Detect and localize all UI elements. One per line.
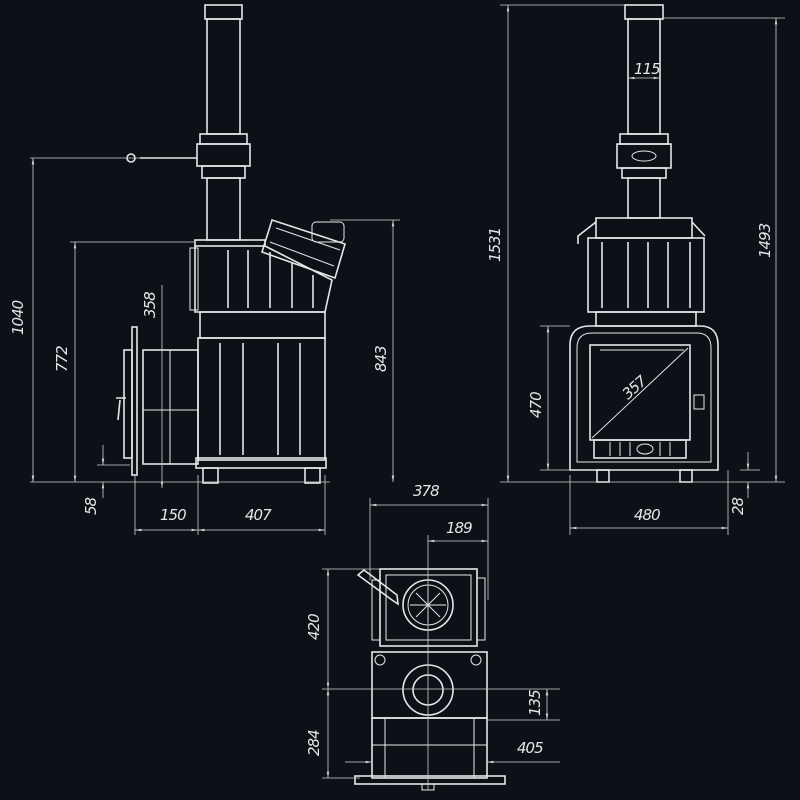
front-chimney <box>616 4 672 219</box>
dim-189: 189 <box>446 519 472 537</box>
top-dimensions <box>322 498 560 790</box>
side-chimney <box>126 4 251 241</box>
dim-470: 470 <box>527 392 545 418</box>
dim-772: 772 <box>53 346 71 372</box>
dim-420: 420 <box>305 614 323 640</box>
dim-358: 358 <box>141 292 159 318</box>
dim-1040: 1040 <box>9 300 27 335</box>
dim-480: 480 <box>634 506 660 524</box>
dim-58: 58 <box>82 497 100 515</box>
dim-1493: 1493 <box>756 223 774 258</box>
side-dimensions <box>30 157 400 535</box>
side-firebox <box>116 326 327 484</box>
front-view: 1531 115 470 357 1493 480 28 <box>486 4 785 535</box>
side-view: 1040 772 358 843 58 150 407 <box>9 4 400 535</box>
front-door <box>569 325 719 483</box>
dim-1531: 1531 <box>486 228 504 262</box>
dim-843: 843 <box>372 346 390 372</box>
side-middle-band <box>199 311 326 339</box>
dim-28: 28 <box>729 497 747 515</box>
side-water-tank <box>189 218 346 313</box>
dim-405: 405 <box>517 739 543 757</box>
dim-150: 150 <box>160 506 186 524</box>
front-water-tank <box>577 217 706 327</box>
top-view: 378 189 420 135 284 405 <box>305 482 560 791</box>
dim-378: 378 <box>413 482 439 500</box>
dim-284: 284 <box>305 730 323 756</box>
dim-115: 115 <box>634 60 660 78</box>
handle <box>356 568 399 606</box>
dim-407: 407 <box>245 506 272 524</box>
front-dimensions <box>500 4 785 535</box>
dim-135: 135 <box>526 690 544 716</box>
dim-357: 357 <box>619 371 651 403</box>
